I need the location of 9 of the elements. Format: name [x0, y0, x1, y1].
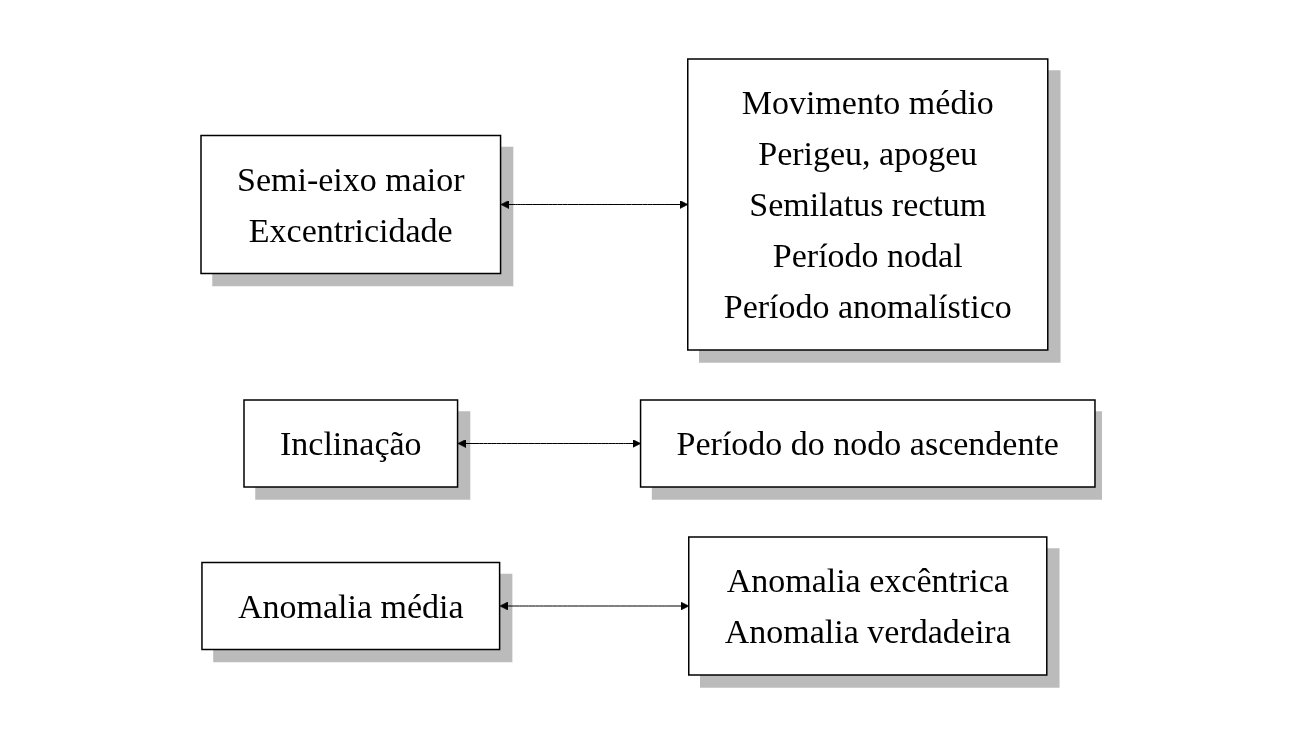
arrow	[499, 601, 689, 611]
arrow	[500, 200, 688, 209]
node-box: Anomalia excêntrica Anomalia verdadeira	[687, 536, 1048, 676]
node-box: Período do nodo ascendente	[639, 399, 1096, 488]
node-box: Inclinação	[242, 399, 458, 488]
node-box: Anomalia média	[200, 561, 500, 651]
node-box: Semi-eixo maior Excentricidade	[199, 134, 501, 275]
arrow	[457, 439, 641, 448]
node-box: Movimento médio Perigeu, apogeu Semilatus rectum Período nodal Período anomalístico	[686, 58, 1049, 351]
